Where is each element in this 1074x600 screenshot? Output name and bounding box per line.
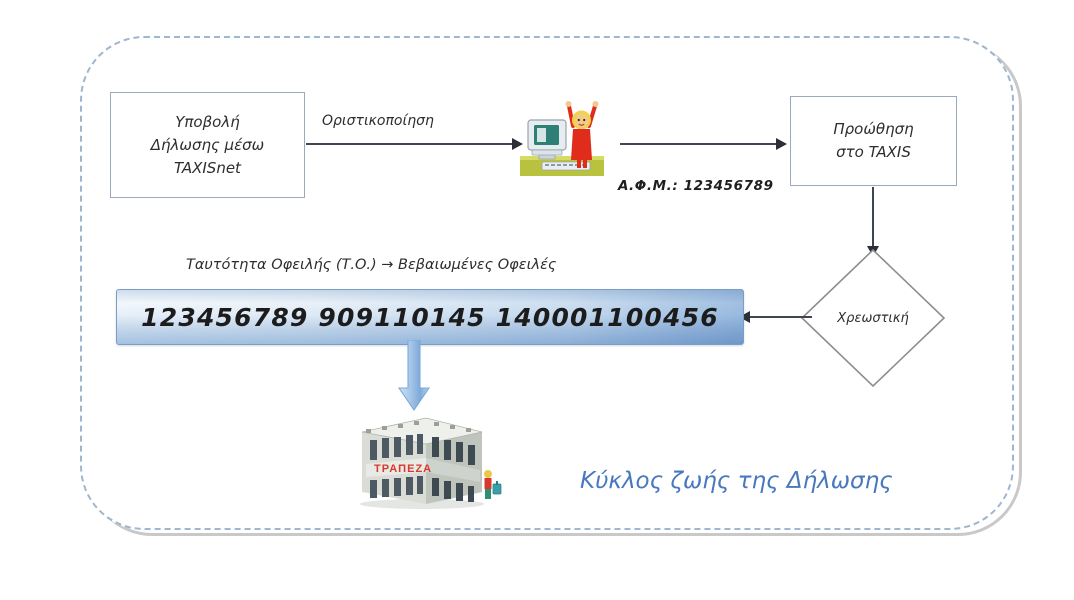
process-box-submission[interactable]: Υποβολή Δήλωσης μέσω TAXISnet: [110, 92, 305, 198]
process-box-submission-line-1: Υποβολή: [175, 112, 240, 131]
connector-submission-to-computer: [306, 143, 514, 145]
arrowhead-right-icon-2: [776, 138, 787, 150]
afm-annotation: Α.Φ.Μ.: 123456789: [618, 178, 774, 194]
process-box-taxis-line-2: στο TAXIS: [836, 143, 911, 161]
connector-decision-to-data-bar: [750, 316, 812, 318]
block-arrow-down-icon: [397, 339, 431, 412]
data-bar-numbers: 123456789 909110145 140001100456: [141, 302, 719, 332]
process-box-submission-line-3: TAXISnet: [174, 158, 241, 177]
process-box-taxis-line-1: Προώθηση: [833, 120, 914, 138]
arrowhead-left-icon: [739, 311, 750, 323]
arrowhead-right-icon: [512, 138, 523, 150]
connector-taxis-to-decision: [872, 187, 874, 249]
data-bar-caption: Ταυτότητα Οφειλής (Τ.Ο.) → Βεβαιωμένες Ο…: [186, 257, 557, 273]
process-box-forward-to-taxis[interactable]: Προώθηση στο TAXIS: [790, 96, 957, 186]
lifecycle-caption: Κύκλος ζωής της Δήλωσης: [580, 468, 893, 494]
computer-user-clipart-icon: [516, 96, 620, 180]
tax-office-building-clipart-icon: ΤΡΑΠΕΖΑ: [330, 392, 516, 510]
building-sign-text: ΤΡΑΠΕΖΑ: [374, 463, 432, 475]
connector-computer-to-taxis: [620, 143, 776, 145]
process-box-submission-line-2: Δήλωσης μέσω: [150, 135, 265, 154]
decision-diamond-label: Χρεωστική: [837, 310, 909, 326]
decision-diamond[interactable]: Χρεωστική: [800, 248, 946, 388]
connector-label-finalize: Οριστικοποίηση: [322, 113, 434, 129]
data-bar-debt-identifiers[interactable]: 123456789 909110145 140001100456: [116, 289, 744, 345]
